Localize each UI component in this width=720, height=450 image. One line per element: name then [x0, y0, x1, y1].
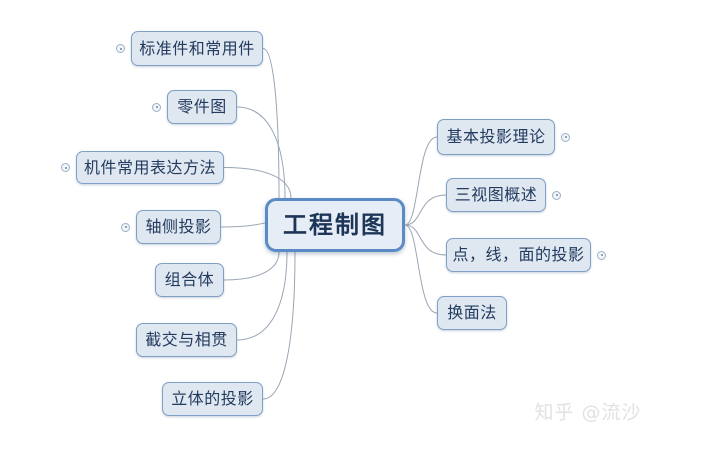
connector-line — [262, 251, 296, 400]
collapse-toggle-icon[interactable] — [552, 190, 561, 200]
node-label: 截交与相贯 — [145, 330, 228, 349]
left-topic-node-3[interactable]: 轴侧投影 — [136, 210, 221, 244]
left-topic-node-1[interactable]: 零件图 — [167, 90, 237, 124]
connector-line — [404, 224, 438, 314]
node-label: 基本投影理论 — [446, 127, 546, 146]
node-label: 标准件和常用件 — [139, 38, 255, 58]
collapse-toggle-icon[interactable] — [561, 132, 570, 142]
connector-line — [236, 251, 288, 341]
connector-line — [404, 136, 438, 226]
collapse-toggle-icon[interactable] — [597, 250, 606, 260]
connector-line — [223, 251, 280, 281]
left-topic-node-0[interactable]: 标准件和常用件 — [131, 31, 263, 66]
collapse-toggle-icon[interactable] — [116, 44, 125, 53]
node-label: 零件图 — [177, 97, 227, 116]
left-topic-node-5[interactable]: 截交与相贯 — [136, 323, 237, 357]
node-label: 机件常用表达方法 — [83, 157, 216, 177]
right-topic-node-0[interactable]: 基本投影理论 — [437, 119, 555, 155]
connector-line — [236, 106, 286, 199]
node-label: 轴侧投影 — [145, 217, 212, 236]
node-label: 组合体 — [164, 270, 215, 289]
connector-line — [404, 224, 447, 256]
left-topic-node-2[interactable]: 机件常用表达方法 — [76, 151, 224, 184]
left-topic-node-6[interactable]: 立体的投影 — [162, 382, 263, 416]
right-topic-node-3[interactable]: 换面法 — [437, 296, 507, 330]
right-topic-node-1[interactable]: 三视图概述 — [446, 178, 546, 212]
node-label: 换面法 — [447, 303, 497, 322]
right-topic-node-2[interactable]: 点，线，面的投影 — [446, 238, 591, 272]
node-label: 点，线，面的投影 — [452, 245, 585, 264]
collapse-toggle-icon[interactable] — [121, 222, 130, 232]
connector-line — [223, 167, 292, 199]
connector-line — [262, 48, 280, 199]
central-topic-node[interactable]: 工程制图 — [265, 198, 405, 252]
node-label: 立体的投影 — [171, 389, 254, 408]
left-topic-node-4[interactable]: 组合体 — [155, 263, 224, 297]
node-label: 三视图概述 — [454, 185, 538, 204]
connector-line — [404, 194, 447, 226]
collapse-toggle-icon[interactable] — [61, 163, 70, 172]
collapse-toggle-icon[interactable] — [152, 102, 161, 112]
node-label: 工程制图 — [283, 211, 387, 239]
watermark: 知乎 @流沙 — [534, 401, 642, 424]
